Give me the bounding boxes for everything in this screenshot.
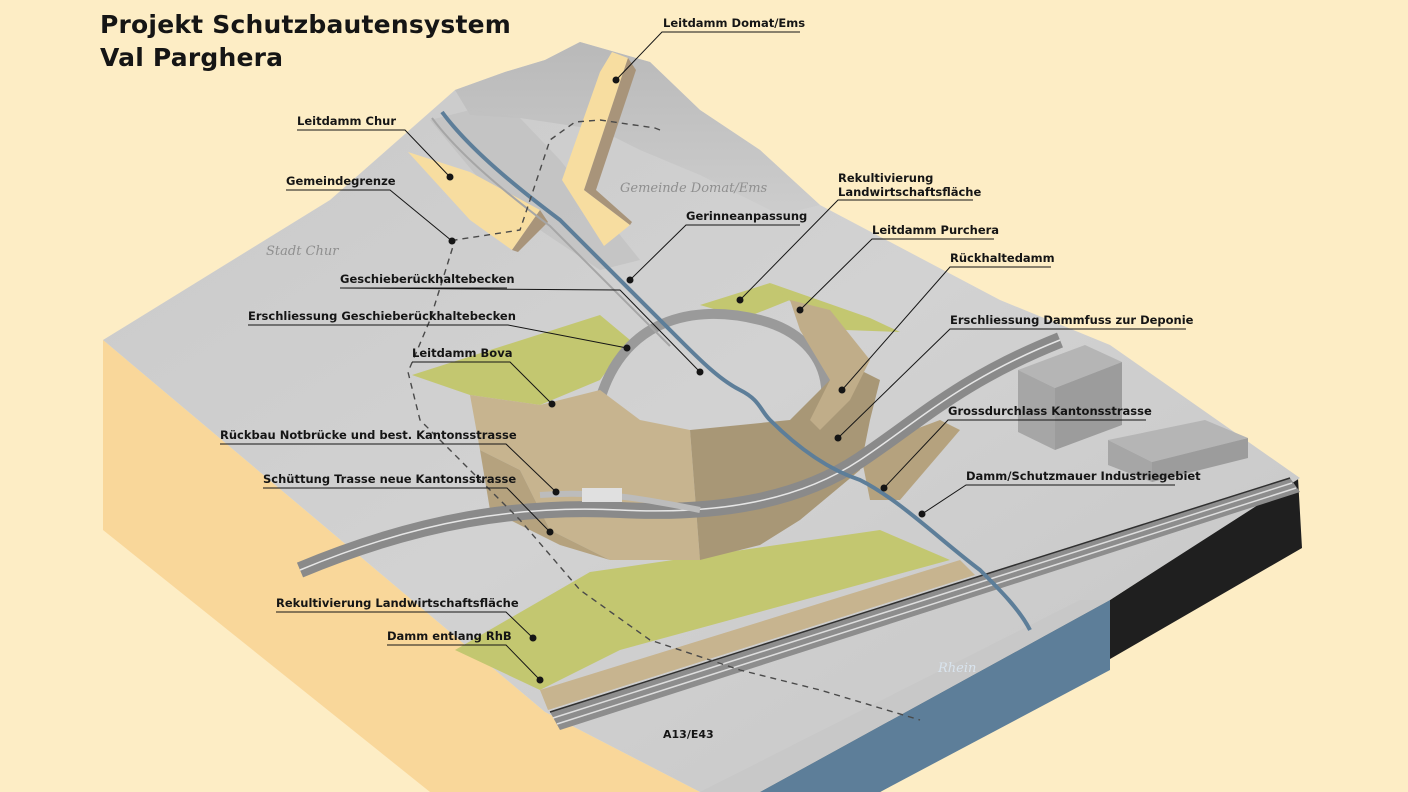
notbruecke bbox=[582, 488, 622, 502]
label-rekultivierung-lw-top-2: Landwirtschaftsfläche bbox=[838, 185, 981, 199]
mountain-ridge-shade bbox=[430, 110, 640, 270]
leader-rueckbau-notbruecke bbox=[220, 443, 557, 493]
leader-gemeindegrenze bbox=[286, 189, 453, 242]
dot-gemeindegrenze bbox=[448, 237, 456, 245]
leitdamm-domat-ems-shade bbox=[584, 58, 636, 225]
agri-area-bova bbox=[412, 315, 630, 405]
stream-channel-edge bbox=[431, 117, 671, 347]
leader-damm-schutzmauer bbox=[921, 484, 1175, 515]
leitdamm-purchera bbox=[790, 300, 870, 430]
a13-edge bbox=[549, 477, 1291, 713]
label-gemeindegrenze: Gemeindegrenze bbox=[286, 174, 396, 188]
place-stadt-chur: Stadt Chur bbox=[266, 244, 339, 259]
label-rekultivierung-lw-bottom: Rekultivierung Landwirtschaftsfläche bbox=[276, 596, 519, 610]
dot-rekultivierung-lw-bottom bbox=[529, 634, 537, 642]
label-rueckbau-notbruecke: Rückbau Notbrücke und best. Kantonsstras… bbox=[220, 428, 517, 442]
label-leitdamm-purchera: Leitdamm Purchera bbox=[872, 223, 999, 237]
leitdamm-domat-ems bbox=[562, 52, 630, 246]
leader-lines bbox=[220, 31, 1186, 681]
leader-leitdamm-bova bbox=[412, 361, 553, 405]
label-erschliessung-becken: Erschliessung Geschieberückhaltebecken bbox=[248, 309, 516, 323]
title-line-1: Projekt Schutzbautensystem bbox=[100, 10, 512, 39]
leader-grossdurchlass bbox=[883, 419, 1146, 489]
dot-leitdamm-chur bbox=[446, 173, 454, 181]
leitdamm-bova-face bbox=[480, 450, 610, 560]
page-title: Projekt Schutzbautensystem Val Parghera bbox=[100, 8, 511, 74]
label-geschiebe-becken: Geschieberückhaltebecken bbox=[340, 272, 515, 286]
leitdamm-chur bbox=[408, 152, 540, 250]
dot-leitdamm-bova bbox=[548, 400, 556, 408]
block-left-side bbox=[103, 340, 700, 792]
gemeindegrenze-line bbox=[407, 119, 921, 721]
dot-leitdamm-purchera bbox=[796, 306, 804, 314]
leader-erschliessung-dammfuss bbox=[837, 328, 1186, 439]
label-leitdamm-bova: Leitdamm Bova bbox=[412, 346, 512, 360]
leader-damm-rhb bbox=[387, 644, 541, 681]
label-schuettung-trasse: Schüttung Trasse neue Kantonsstrasse bbox=[263, 472, 516, 486]
a13-lane-1 bbox=[552, 482, 1293, 719]
dot-geschiebe-becken bbox=[696, 368, 704, 376]
label-rekultivierung-lw-top-1: Rekultivierung bbox=[838, 171, 933, 185]
kantonsstrasse-neu-centre bbox=[299, 339, 1061, 571]
dot-grossdurchlass bbox=[880, 484, 888, 492]
label-damm-rhb: Damm entlang RhB bbox=[387, 629, 512, 643]
dot-rekultivierung-lw-top bbox=[736, 296, 744, 304]
dot-rueckbau-notbruecke bbox=[552, 488, 560, 496]
industry-building-1-side bbox=[1018, 370, 1055, 450]
place-rhein: Rhein bbox=[937, 661, 976, 676]
rhine-bank bbox=[700, 600, 1110, 792]
label-a13: A13/E43 bbox=[663, 728, 714, 741]
industry-building-1-top bbox=[1018, 345, 1122, 388]
leader-erschliessung-becken bbox=[248, 324, 628, 349]
leader-gerinneanpassung bbox=[629, 224, 800, 281]
leader-leitdamm-purchera bbox=[799, 238, 994, 311]
leader-rekultivierung-lw-top bbox=[739, 199, 973, 301]
damm-rhb bbox=[540, 560, 975, 710]
industry-building-2-front bbox=[1152, 438, 1248, 482]
leader-schuettung-trasse bbox=[263, 487, 551, 533]
label-rueckhaltedamm: Rückhaltedamm bbox=[950, 251, 1055, 265]
leader-rekultivierung-lw-bottom bbox=[276, 611, 534, 639]
industry-building-2-side bbox=[1108, 440, 1152, 482]
label-leitdamm-domat-ems: Leitdamm Domat/Ems bbox=[663, 16, 805, 30]
kantonsstrasse-alt bbox=[539, 490, 701, 513]
leader-rueckhaltedamm bbox=[841, 266, 1051, 391]
leader-dots bbox=[446, 76, 926, 684]
leader-leitdamm-domat-ems bbox=[615, 31, 800, 81]
label-erschliessung-dammfuss: Erschliessung Dammfuss zur Deponie bbox=[950, 313, 1194, 327]
parghera-stream bbox=[440, 110, 1032, 631]
agri-area-bottom bbox=[455, 530, 950, 690]
leader-leitdamm-chur bbox=[297, 129, 451, 178]
industry-building-2-top bbox=[1108, 420, 1248, 462]
dot-damm-schutzmauer bbox=[918, 510, 926, 518]
dot-erschliessung-becken bbox=[623, 344, 631, 352]
label-damm-schutzmauer: Damm/Schutzmauer Industriegebiet bbox=[966, 469, 1201, 483]
leader-geschiebe-becken bbox=[339, 287, 701, 373]
dot-damm-rhb bbox=[536, 676, 544, 684]
title-line-2: Val Parghera bbox=[100, 43, 284, 72]
mountain-relief bbox=[455, 42, 820, 215]
label-grossdurchlass: Grossdurchlass Kantonsstrasse bbox=[948, 404, 1152, 418]
leitdamm-chur-shade bbox=[512, 210, 548, 252]
label-leitdamm-chur: Leitdamm Chur bbox=[297, 114, 396, 128]
agri-area-purchera-right bbox=[770, 283, 900, 332]
industry-building-1-front bbox=[1055, 362, 1122, 450]
a13-lane-2 bbox=[556, 487, 1297, 725]
terrain-surface bbox=[103, 42, 1300, 792]
dot-erschliessung-dammfuss bbox=[834, 434, 842, 442]
place-gemeinde-domat-ems: Gemeinde Domat/Ems bbox=[620, 181, 768, 196]
label-gerinneanpassung: Gerinneanpassung bbox=[686, 209, 807, 223]
dot-gerinneanpassung bbox=[626, 276, 634, 284]
dot-rueckhaltedamm bbox=[838, 386, 846, 394]
dot-leitdamm-domat-ems bbox=[612, 76, 620, 84]
dot-schuettung-trasse bbox=[546, 528, 554, 536]
